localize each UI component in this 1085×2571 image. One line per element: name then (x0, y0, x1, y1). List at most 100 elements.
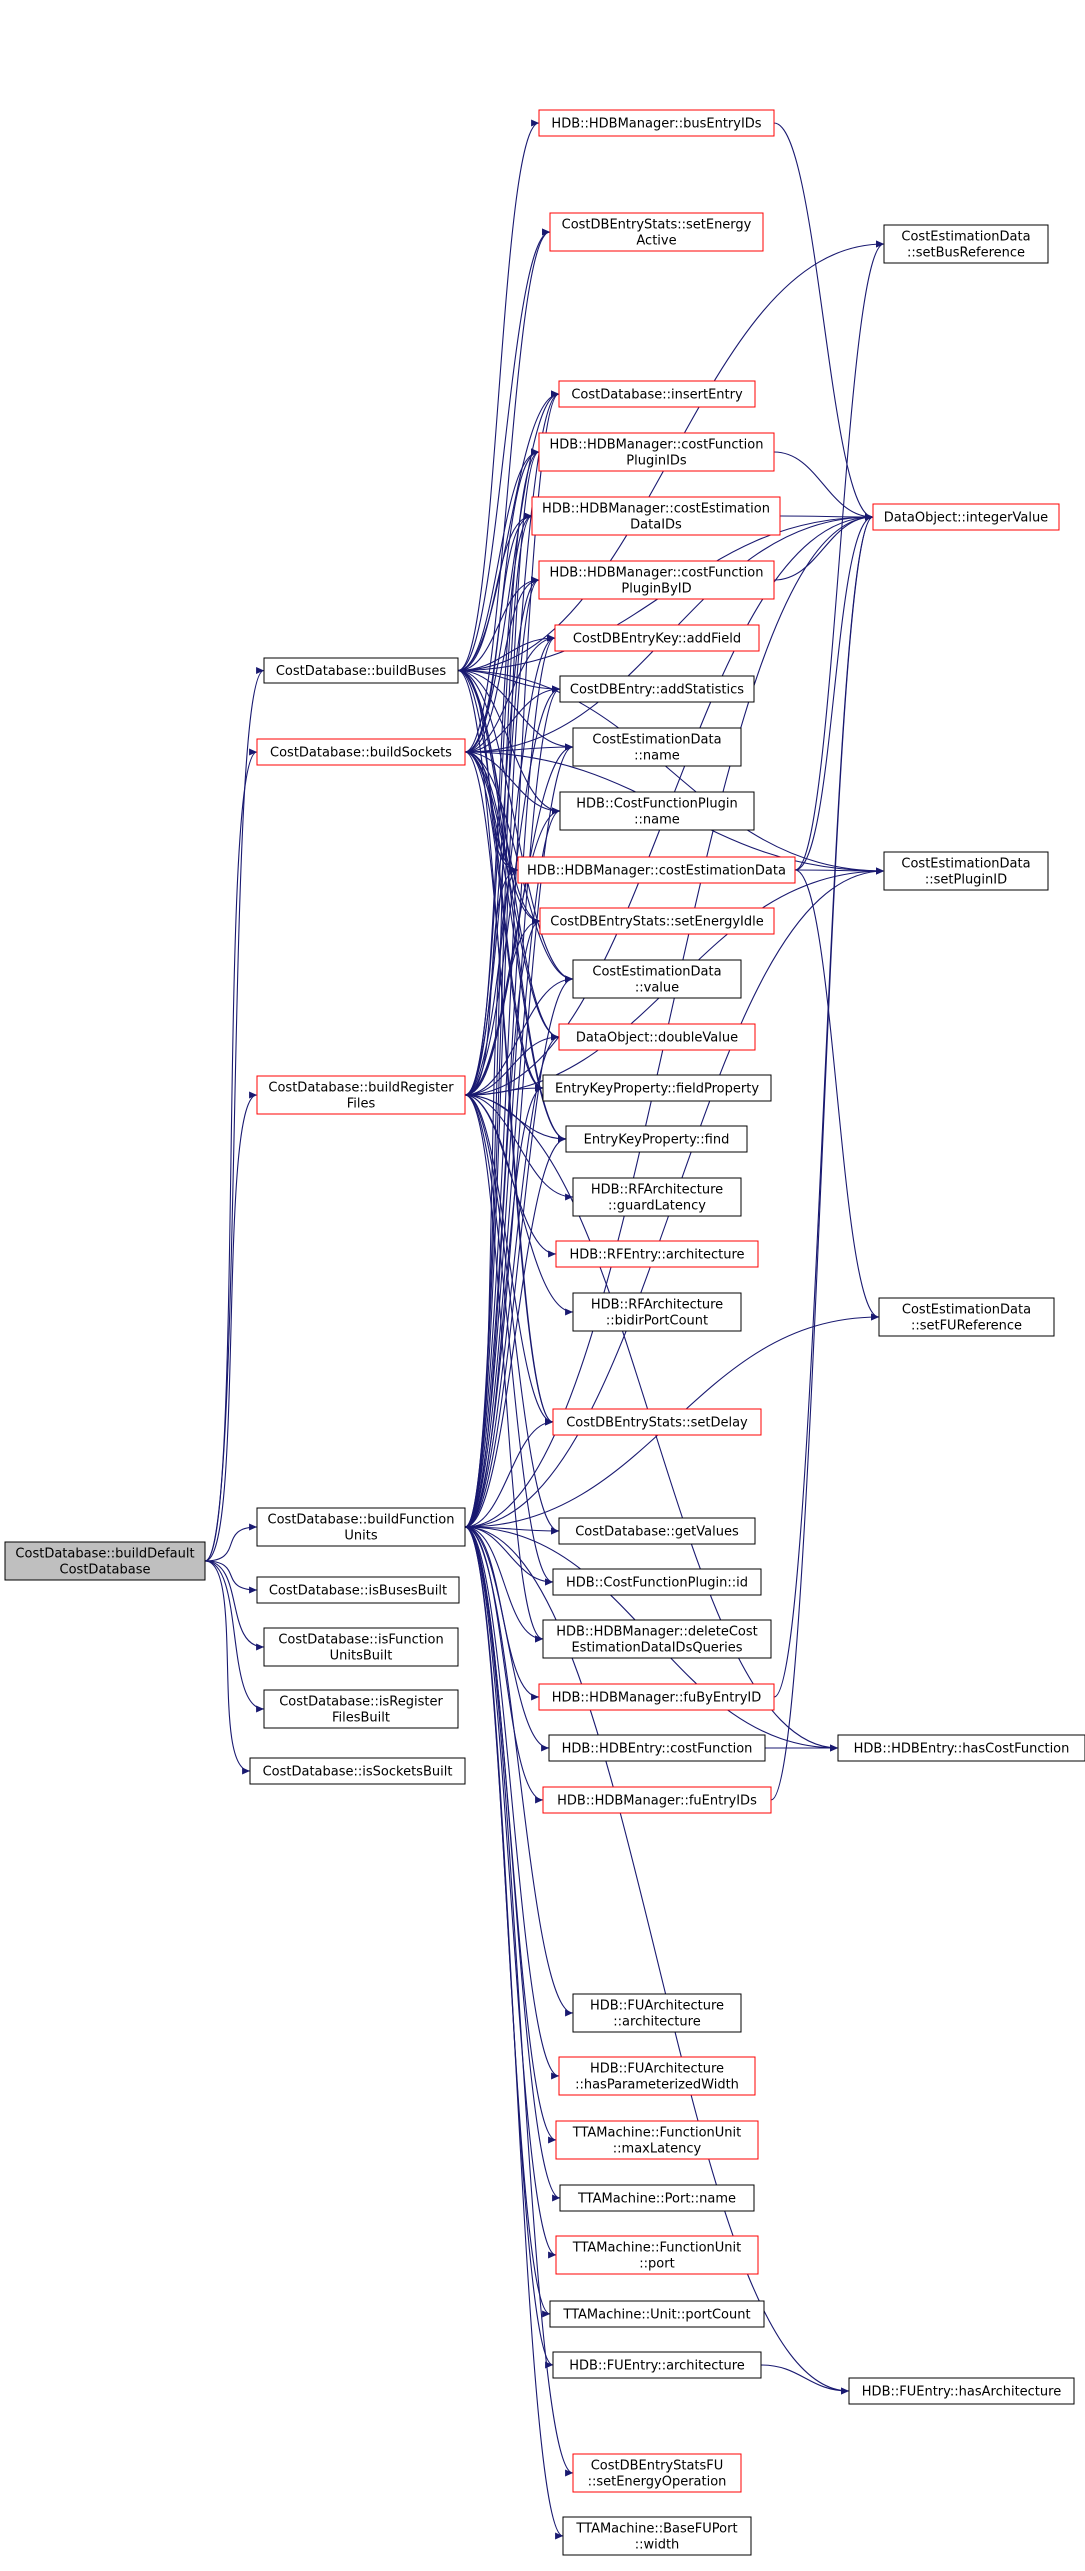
node-box (549, 212, 764, 252)
node-set-delay[interactable]: CostDBEntryStats::setDelay (552, 1408, 762, 1436)
node-box (559, 791, 755, 831)
node-cfp-name[interactable]: HDB::CostFunctionPlugin::name (559, 791, 755, 831)
node-fu-arch-arch[interactable]: HDB::FUArchitecture::architecture (572, 1993, 742, 2033)
node-field-property[interactable]: EntryKeyProperty::fieldProperty (542, 1074, 772, 1102)
node-box (256, 1075, 466, 1115)
node-has-param-width[interactable]: HDB::FUArchitecture::hasParameterizedWid… (558, 2056, 756, 2096)
node-build-sockets[interactable]: CostDatabase::buildSockets (256, 738, 466, 766)
node-bus-entry-i-ds[interactable]: HDB::HDBManager::busEntryIDs (538, 109, 775, 137)
edge-build-fu-to-base-width (464, 1526, 564, 2540)
node-box (572, 1292, 742, 1332)
node-label-line: HDB::FUEntry::hasArchitecture (862, 2385, 1061, 2400)
node-box (554, 624, 760, 652)
node-guard-latency[interactable]: HDB::RFArchitecture::guardLatency (572, 1177, 742, 1217)
node-label-line: DataIDs (630, 518, 682, 533)
edge-root-to-is-fu-built (204, 1560, 265, 1651)
edge-build-rf-to-set-energy-idle (464, 917, 541, 1096)
node-cost-estimation-data[interactable]: HDB::HDBManager::costEstimationData (517, 856, 796, 884)
node-fu-by-entry-id[interactable]: HDB::HDBManager::fuByEntryID (538, 1683, 775, 1711)
nodes-layer: CostDatabase::buildDefaultCostDatabaseCo… (4, 109, 1085, 2556)
node-label-line: CostDBEntry::addStatistics (570, 683, 744, 698)
edge-build-sockets-to-set-energy-active (464, 228, 551, 753)
node-has-architecture[interactable]: HDB::FUEntry::hasArchitecture (848, 2377, 1075, 2405)
node-is-buses-built[interactable]: CostDatabase::isBusesBuilt (256, 1576, 460, 1604)
node-label-line: CostEstimationData (901, 857, 1030, 872)
node-is-sockets-built[interactable]: CostDatabase::isSocketsBuilt (249, 1757, 466, 1785)
node-fu-entry-arch[interactable]: HDB::FUEntry::architecture (552, 2351, 762, 2379)
edge-build-sockets-to-cost-function-plugin-by-id (464, 576, 540, 753)
node-box (555, 2235, 759, 2275)
node-box (4, 1541, 206, 1581)
edge-bus-entry-i-ds-to-integer-value (773, 122, 874, 521)
node-add-field[interactable]: CostDBEntryKey::addField (554, 624, 760, 652)
node-double-value[interactable]: DataObject::doubleValue (558, 1023, 756, 1051)
edge-build-fu-to-ekp-find (464, 1135, 567, 1528)
node-box (837, 1734, 1085, 1762)
node-integer-value[interactable]: DataObject::integerValue (872, 503, 1060, 531)
node-label-line: EntryKeyProperty::fieldProperty (555, 1082, 759, 1097)
node-box (562, 2516, 752, 2556)
node-hdb-cost-function[interactable]: HDB::HDBEntry::costFunction (548, 1734, 766, 1762)
node-base-width[interactable]: TTAMachine::BaseFUPort::width (562, 2516, 752, 2556)
node-box (552, 2351, 762, 2379)
node-set-energy-idle[interactable]: CostDBEntryStats::setEnergyIdle (539, 907, 775, 935)
node-add-statistics[interactable]: CostDBEntry::addStatistics (559, 675, 755, 703)
node-label-line: CostEstimationData (902, 1303, 1031, 1318)
node-set-bus-ref[interactable]: CostEstimationData::setBusReference (883, 224, 1049, 264)
edge-build-rf-to-ced-value (464, 975, 574, 1096)
node-ced-name[interactable]: CostEstimationData::name (572, 727, 742, 767)
node-label-line: TTAMachine::FunctionUnit (572, 2241, 741, 2256)
edge-build-fu-to-ced-value (464, 975, 574, 1528)
node-ced-value[interactable]: CostEstimationData::value (572, 959, 742, 999)
edge-build-buses-to-cost-estimation-data-i-ds (457, 512, 533, 672)
node-label-line: CostDatabase::isFunction (278, 1633, 443, 1648)
edge-build-rf-to-double-value (464, 1033, 560, 1096)
node-fu-entry-i-ds[interactable]: HDB::HDBManager::fuEntryIDs (542, 1786, 772, 1814)
node-label-line: ::bidirPortCount (606, 1314, 708, 1329)
edge-build-sockets-to-add-field (464, 634, 556, 753)
node-box (263, 1627, 459, 1667)
node-delete-cost[interactable]: HDB::HDBManager::deleteCostEstimationDat… (542, 1619, 772, 1659)
node-label-line: CostDatabase::isSocketsBuilt (263, 1765, 453, 1780)
node-bidir-port-count[interactable]: HDB::RFArchitecture::bidirPortCount (572, 1292, 742, 1332)
node-set-plugin-id[interactable]: CostEstimationData::setPluginID (883, 851, 1049, 891)
node-label-line: CostDatabase::isRegister (279, 1695, 443, 1710)
node-build-buses[interactable]: CostDatabase::buildBuses (263, 657, 459, 684)
node-set-energy-op[interactable]: CostDBEntryStatsFU::setEnergyOperation (572, 2453, 742, 2493)
node-box (572, 2453, 742, 2493)
node-box (572, 1993, 742, 2033)
node-rf-entry-arch[interactable]: HDB::RFEntry::architecture (555, 1240, 759, 1268)
node-set-fu-ref[interactable]: CostEstimationData::setFUReference (878, 1297, 1055, 1337)
node-box (552, 1408, 762, 1436)
node-fu-port[interactable]: TTAMachine::FunctionUnit::port (555, 2235, 759, 2275)
node-label-line: CostDatabase::buildDefault (15, 1547, 194, 1562)
node-insert-entry[interactable]: CostDatabase::insertEntry (558, 380, 756, 408)
node-max-latency[interactable]: TTAMachine::FunctionUnit::maxLatency (555, 2120, 759, 2160)
node-label-line: HDB::HDBManager::busEntryIDs (551, 117, 761, 132)
node-port-name[interactable]: TTAMachine::Port::name (559, 2184, 755, 2212)
node-label-line: HDB::HDBManager::fuByEntryID (552, 1691, 762, 1706)
node-port-count[interactable]: TTAMachine::Unit::portCount (549, 2300, 765, 2328)
node-label-line: HDB::HDBManager::costEstimationData (527, 864, 786, 879)
node-get-values[interactable]: CostDatabase::getValues (558, 1517, 756, 1545)
node-box (872, 503, 1060, 531)
node-ekp-find[interactable]: EntryKeyProperty::find (565, 1125, 748, 1153)
edge-cost-estimation-data-to-set-fu-ref (794, 869, 880, 1321)
node-label-line: HDB::FUArchitecture (590, 1999, 724, 2014)
node-label-line: CostDatabase::getValues (575, 1525, 739, 1540)
edge-build-fu-to-port-name (464, 1526, 561, 2202)
node-label-line: ::setBusReference (907, 246, 1025, 261)
node-has-cost-function[interactable]: HDB::HDBEntry::hasCostFunction (837, 1734, 1085, 1762)
edge-build-fu-to-cfp-id (464, 1526, 554, 1586)
node-cfp-id[interactable]: HDB::CostFunctionPlugin::id (552, 1568, 762, 1596)
node-box (256, 1576, 460, 1604)
